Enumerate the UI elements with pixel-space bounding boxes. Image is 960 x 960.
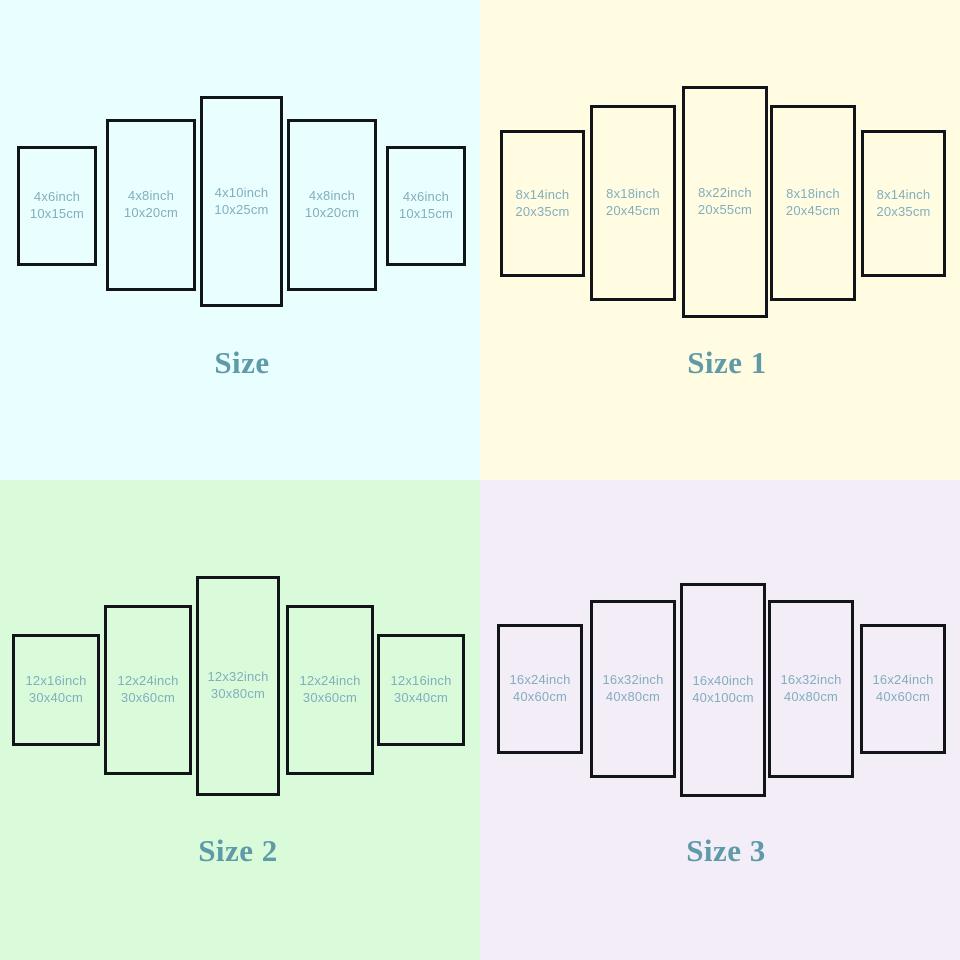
size-cm-text: 20x35cm <box>876 203 931 219</box>
size-cm-text: 40x100cm <box>692 690 754 705</box>
size-inch-text: 16x40inch <box>692 673 754 689</box>
quadrant-title-size-3: Size 3 <box>686 833 766 868</box>
size-inch-text: 16x24inch <box>872 672 934 688</box>
size-inch-text: 16x24inch <box>509 672 571 688</box>
size-inch-text: 16x32inch <box>602 672 664 688</box>
size-cm-text: 10x20cm <box>123 205 179 220</box>
size-cm-text: 30x40cm <box>393 690 449 705</box>
size-inch-text: 12x32inch <box>207 669 269 685</box>
size-cm-text: 20x55cm <box>697 202 753 217</box>
size-cm-text: 10x20cm <box>304 205 360 220</box>
size-cm-text: 20x45cm <box>785 203 841 218</box>
size-cm-text: 20x45cm <box>605 203 661 218</box>
size-inch-text: 8x18inch <box>786 186 840 202</box>
quadrant-title-size-1: Size 1 <box>687 345 767 380</box>
size-inch-text: 12x24inch <box>299 673 361 689</box>
size-cm-text: 10x15cm <box>398 206 454 221</box>
size-cm-text: 20x35cm <box>515 203 570 219</box>
size-inch-text: 8x22inch <box>698 185 752 201</box>
size-inch-text: 4x8inch <box>127 188 175 204</box>
size-inch-text: 8x14inch <box>515 186 570 202</box>
quadrant-title-size-2: Size 2 <box>198 833 278 868</box>
size-cm-text: 30x80cm <box>210 686 266 701</box>
size-inch-text: 12x16inch <box>390 673 452 689</box>
size-inch-text: 4x6inch <box>402 189 450 205</box>
size-cm-text: 40x80cm <box>783 689 839 704</box>
size-inch-text: 12x16inch <box>25 673 87 689</box>
size-inch-text: 16x32inch <box>780 672 842 688</box>
size-inch-text: 8x18inch <box>606 186 660 202</box>
quadrant-title-size: Size <box>214 345 270 380</box>
size-inch-text: 4x6inch <box>33 189 81 205</box>
size-inch-text: 8x14inch <box>876 186 931 202</box>
size-cm-text: 30x60cm <box>120 690 176 705</box>
size-cm-text: 40x60cm <box>875 689 931 704</box>
size-inch-text: 4x10inch <box>214 184 269 200</box>
size-cm-text: 30x60cm <box>302 690 358 705</box>
size-cm-text: 10x25cm <box>214 201 269 217</box>
size-inch-text: 4x8inch <box>308 188 356 204</box>
size-cm-text: 40x60cm <box>512 689 568 704</box>
size-cm-text: 40x80cm <box>605 689 661 704</box>
size-cm-text: 10x15cm <box>29 206 85 221</box>
size-cm-text: 30x40cm <box>28 690 84 705</box>
size-inch-text: 12x24inch <box>117 673 179 689</box>
